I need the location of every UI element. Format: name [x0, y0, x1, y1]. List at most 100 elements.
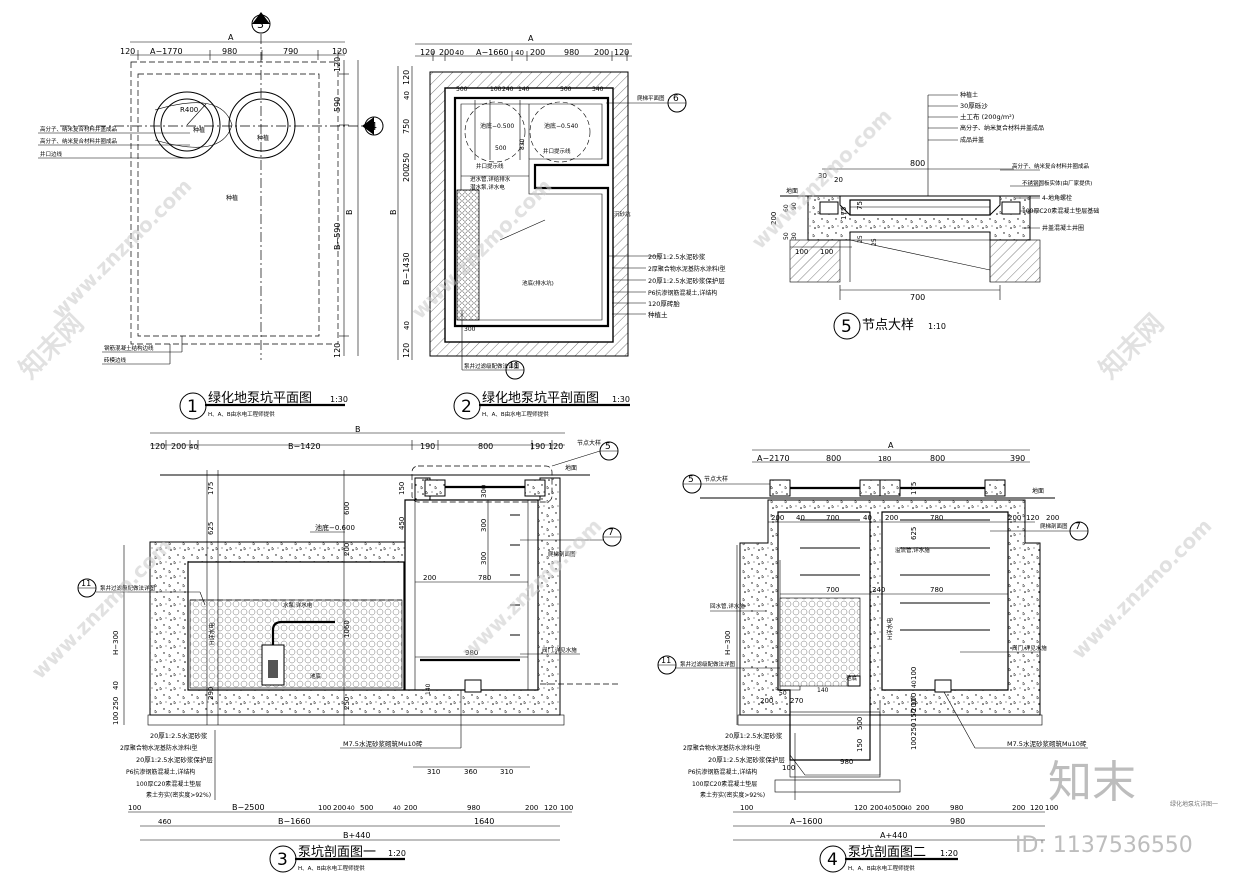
d5-tc-5: 成品井盖	[960, 136, 984, 144]
d3-bdb-4: 200	[333, 804, 346, 812]
drawing-title-5: 5 节点大样 1:10	[833, 312, 946, 340]
d3-md-7: 250	[343, 697, 351, 710]
d1-callout-3: 井口边线	[40, 150, 63, 158]
drawing-title-4: 4 泵坑剖面图二 1:20 H、A、B由水电工程师提供	[819, 845, 958, 873]
d4-sd-11: 100	[910, 693, 918, 706]
title-block: 知末 绿化地泵坑详图一 ID: 1137536550	[1015, 757, 1218, 858]
d5-d-200: 200	[770, 212, 778, 225]
svg-text:1:10: 1:10	[928, 322, 946, 331]
drawing-2-plan-section: 120 200 40 A−1660 40 200 980 200 120 A 池…	[389, 34, 726, 380]
d5-d-75: 75	[856, 201, 864, 210]
d4-sd-14: 100	[910, 667, 918, 680]
d4-bdb-4: 40	[884, 805, 892, 812]
d2-in-3: 240	[502, 86, 514, 93]
d5-rc-5: 井盖混凝土井圈	[1042, 224, 1084, 232]
d4-sd-15: 200	[910, 699, 918, 712]
d2-small-1: 500	[495, 145, 507, 152]
d2-in-4: 140	[518, 86, 530, 93]
d5-d-30b: 30	[791, 232, 798, 240]
d5-rc-2: 不锈钢圆板实体(由厂家提供)	[1022, 179, 1092, 187]
d4-label-4: H详水电	[886, 617, 894, 640]
d3-ln-3: 20厚1:2.5水泥砂浆保护层	[136, 755, 213, 764]
svg-text:11: 11	[509, 361, 519, 370]
d4-ln-2: 2厚聚合物水泥基防水涂料I型	[683, 744, 761, 752]
d5-ground: 地面	[786, 187, 798, 195]
d1-dim-4: 790	[283, 47, 298, 56]
d4-sd-6: 150	[856, 739, 864, 752]
sheet-note: 绿化地泵坑详图一	[1170, 800, 1218, 808]
d2-dim-8: 200	[594, 48, 609, 57]
svg-text:1: 1	[187, 397, 198, 417]
d4-id-2: 40	[796, 514, 805, 522]
d4-label-5: 阀门,详见水施	[1012, 644, 1047, 652]
svg-text:H、A、B由水电工程师提供: H、A、B由水电工程师提供	[848, 864, 915, 872]
d4-bdb-5: 500	[892, 804, 905, 812]
d4-ln-4: P6抗渗钢筋混凝土,详结构	[688, 768, 757, 776]
d2-ldim-7: 40	[403, 321, 411, 330]
svg-text:5: 5	[688, 475, 694, 485]
d1-bottom-callout-1: 钢筋混凝土结构边线	[104, 344, 154, 352]
svg-text:7: 7	[1075, 522, 1081, 532]
d1-callout-2: 高分子、纳米复合材料井圈成品	[40, 137, 118, 145]
d2-level-2: 池底−0.540	[544, 122, 578, 130]
svg-text:3: 3	[277, 850, 288, 870]
d3-node-ref: 节点大样	[577, 439, 601, 447]
d3-rd-2: 300	[480, 552, 488, 565]
d3-label-6: 阀门,详见水施	[542, 646, 577, 654]
d4-label-3: 泵井过滤级配做法详图	[680, 660, 736, 668]
d4-bottom-callout: M7.5水泥砂浆砌筑Mu10砖	[1007, 739, 1087, 748]
svg-text:知末网: 知末网	[1094, 309, 1170, 385]
d5-rc-4: 100厚C20素混凝土垫层基础	[1022, 207, 1099, 215]
d5-d-100a: 100	[795, 248, 808, 256]
d2-label-2: 井口提示线	[476, 162, 504, 170]
d3-md-2: 450	[398, 517, 406, 530]
d4-label-7: 池底	[846, 674, 858, 682]
d3-ld-1: 175	[207, 482, 215, 495]
svg-text:泵坑剖面图一: 泵坑剖面图一	[298, 845, 376, 860]
d2-left-label: B	[389, 210, 398, 216]
d2-ldim-8: 120	[402, 343, 411, 358]
d2-ldim-2: 40	[403, 91, 411, 100]
d4-ld-1: H−300	[724, 631, 732, 656]
d2-level-1: 池底−0.500	[480, 122, 514, 130]
d3-md-6: 290	[207, 687, 215, 700]
d2-ldim-4: 200	[402, 167, 411, 182]
id-text: ID: 1137536550	[1015, 833, 1193, 858]
d4-id-4: 40	[863, 514, 872, 522]
d3-td-7: 190	[530, 442, 545, 451]
d2-dim-6: 200	[530, 48, 545, 57]
svg-text:H、A、B由水电工程师提供: H、A、B由水电工程师提供	[482, 410, 549, 418]
d1-label-3: 种植	[226, 194, 238, 202]
d4-sd-2: 270	[790, 697, 803, 705]
d1-dim-3: 980	[222, 47, 237, 56]
d4-td-5: 390	[1010, 454, 1025, 463]
d5-d-700: 700	[910, 293, 925, 302]
d3-bda-3: 310	[500, 768, 513, 776]
d4-md-2: 240	[872, 586, 885, 594]
d2-dim-1: 120	[420, 48, 435, 57]
d1-callout-1: 高分子、纳米复合材料井盖成品	[40, 125, 118, 133]
svg-text:www.znzmo.com: www.znzmo.com	[47, 174, 197, 324]
d2-label-4: 潜水泵,详水电	[470, 183, 505, 191]
d3-wd-2: 780	[478, 574, 491, 582]
d2-ref-6: 6	[667, 93, 687, 113]
d3-bottom-callout: M7.5水泥砂浆砌筑Mu10砖	[343, 739, 423, 748]
d4-id-3: 700	[826, 514, 839, 522]
d3-md-5: 1060	[343, 620, 351, 638]
d3-ld-3: H−300	[112, 631, 120, 656]
d4-md-1: 700	[826, 586, 839, 594]
d4-label-1: 溢流管,详水施	[895, 546, 930, 554]
d4-id-9: 200	[1046, 514, 1059, 522]
d3-ld-4: 40	[112, 681, 120, 690]
d4-bottom-total: A+440	[880, 831, 907, 840]
svg-text:绿化地泵坑平面图: 绿化地泵坑平面图	[208, 391, 312, 406]
d4-bdb-1: 100	[740, 804, 753, 812]
d5-dim-800: 800	[910, 159, 925, 168]
d1-label-2: 种植	[257, 134, 269, 142]
svg-text:H、A、B由水电工程师提供: H、A、B由水电工程师提供	[208, 410, 275, 418]
svg-text:绿化地泵坑平剖面图: 绿化地泵坑平剖面图	[482, 391, 599, 406]
d5-d-100b: 100	[820, 248, 833, 256]
d4-sd-10: 980	[840, 758, 853, 766]
d3-bdc-2: B−1660	[278, 817, 311, 826]
